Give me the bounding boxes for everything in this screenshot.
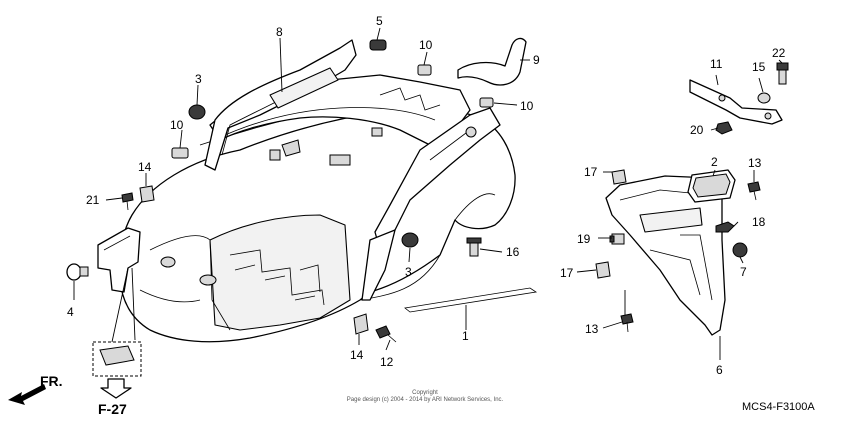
part-10-cushion-c	[171, 147, 189, 159]
callout-17a: 17	[584, 165, 598, 179]
part-10-cushion-b	[479, 97, 494, 108]
part-17-clip-b	[595, 261, 611, 279]
callout-19: 19	[577, 232, 591, 246]
diagram-code: MCS4-F3100A	[742, 401, 815, 413]
callout-16: 16	[506, 245, 520, 259]
callout-7: 7	[740, 265, 747, 279]
part-10-cushion-a	[417, 64, 432, 76]
front-direction-label: FR.	[40, 373, 63, 389]
callout-3a: 3	[195, 72, 202, 86]
hardware	[66, 39, 789, 343]
part-11-stay	[689, 79, 783, 125]
callout-13a: 13	[748, 156, 762, 170]
part-4-rivet	[66, 263, 89, 281]
callout-1: 1	[462, 329, 469, 343]
arrow-icon	[8, 384, 46, 405]
part-5-grommet	[369, 39, 387, 51]
part-9-strap	[457, 37, 527, 86]
callout-4: 4	[67, 305, 74, 319]
part-14-clip-b	[353, 313, 369, 335]
callout-9: 9	[533, 53, 540, 67]
callout-21: 21	[86, 193, 100, 207]
callout-3b: 3	[405, 265, 412, 279]
callout-17b: 17	[560, 266, 574, 280]
callout-22: 22	[772, 46, 786, 60]
part-20-nut	[715, 121, 733, 135]
part-1-rod	[404, 287, 538, 313]
callout-14b: 14	[350, 348, 364, 362]
part-7-grommet	[732, 242, 748, 258]
part-6-license-bracket	[605, 175, 726, 336]
callout-12: 12	[380, 355, 394, 369]
callout-20: 20	[690, 123, 704, 137]
callout-11: 11	[710, 57, 723, 71]
right-side-bracket	[361, 107, 501, 301]
part-3-grommet-b	[401, 232, 419, 248]
part-22-bolt	[776, 62, 789, 85]
callout-13b: 13	[585, 322, 599, 336]
callout-2: 2	[711, 155, 718, 169]
part-12-screw	[375, 325, 397, 343]
reference-page-label: F-27	[98, 401, 127, 417]
part-19-bolt	[609, 233, 625, 245]
callout-10b: 10	[520, 99, 534, 113]
callout-15: 15	[752, 60, 766, 74]
callout-6: 6	[716, 363, 723, 377]
callout-10c: 10	[170, 118, 184, 132]
part-8-side-cover	[204, 39, 357, 171]
part-3-grommet-a	[188, 104, 206, 120]
front-direction-arrow	[8, 384, 46, 405]
part-14-clip-a	[139, 185, 155, 203]
callout-8: 8	[276, 25, 283, 39]
callout-labels: 1 2 3 3 4 5 6 7 8 9 10 10 10 11 12 13 13…	[67, 14, 786, 377]
callout-5: 5	[376, 14, 383, 28]
part-15-collar	[757, 92, 771, 104]
part-17-clip-a	[611, 169, 627, 185]
copyright-line-2: Page design (c) 2004 - 2014 by ARI Netwo…	[347, 397, 504, 403]
part-2-reflector	[687, 169, 736, 203]
part-13-screw-b	[620, 313, 634, 333]
part-16-bolt	[466, 237, 482, 257]
part-13-screw-a	[747, 181, 761, 201]
copyright-line-1: Copyright	[412, 390, 438, 396]
part-21-screw	[121, 192, 134, 211]
callout-18: 18	[752, 215, 766, 229]
callout-10a: 10	[419, 38, 433, 52]
callout-14a: 14	[138, 160, 152, 174]
reference-box	[92, 341, 142, 399]
part-18-pin	[715, 221, 735, 233]
leader-lines	[73, 27, 783, 360]
down-arrow-icon	[100, 378, 132, 399]
left-lower-bracket	[97, 227, 141, 293]
